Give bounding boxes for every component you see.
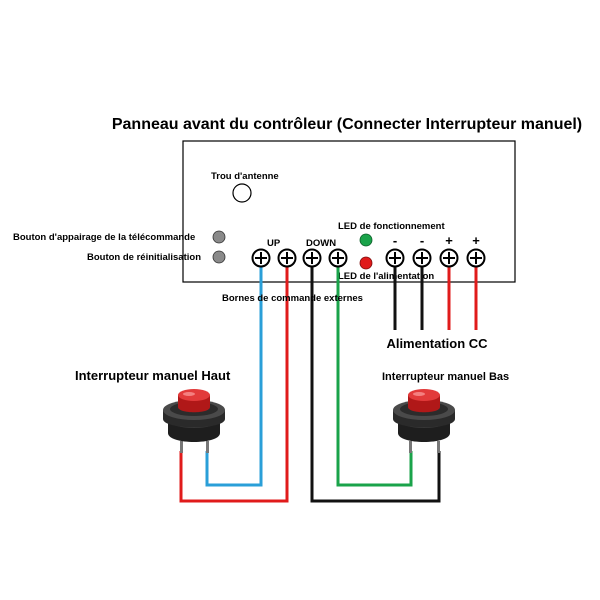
terminal-power-positive-2 [466, 248, 486, 268]
down-label: DOWN [306, 238, 336, 249]
antenna-label: Trou d'antenne [211, 171, 279, 182]
down-wire-green [336, 258, 413, 487]
controller-panel [182, 140, 516, 283]
polarity-sign-4: + [472, 233, 480, 248]
up-label: UP [267, 238, 281, 249]
led-power [359, 256, 373, 270]
diagram-title: Panneau avant du contrôleur (Connecter I… [112, 116, 582, 133]
terminal-power-negative-2 [412, 248, 432, 268]
terminal-power-negative-1 [385, 248, 405, 268]
terminal-power-positive-1 [439, 248, 459, 268]
command-terminals-label: Bornes de commande externes [222, 293, 363, 304]
switch-up-label: Interrupteur manuel Haut [75, 368, 231, 383]
switch-down-pushbutton[interactable] [393, 389, 455, 453]
terminal-down-2 [328, 248, 348, 268]
terminal-up-1 [251, 248, 271, 268]
up-wire-blue [205, 258, 263, 487]
pairing-button-label: Bouton d'appairage de la télécommande [13, 232, 195, 243]
switch-down-label: Interrupteur manuel Bas [382, 371, 509, 383]
led-power-label: LED de l'alimentation [338, 271, 434, 282]
polarity-sign-2: - [420, 233, 424, 248]
power-supply-label: Alimentation CC [386, 336, 488, 351]
terminal-up-2 [277, 248, 297, 268]
led-running-label: LED de fonctionnement [338, 221, 445, 232]
reset-button-label: Bouton de réinitialisation [87, 252, 201, 263]
polarity-sign-3: + [445, 233, 453, 248]
reset-button[interactable] [212, 250, 226, 264]
antenna-hole [232, 183, 252, 203]
down-wire-black [310, 258, 441, 503]
up-wire-red [179, 258, 289, 503]
led-running [359, 233, 373, 247]
switch-up-pushbutton[interactable] [163, 389, 225, 453]
polarity-sign-1: - [393, 233, 397, 248]
terminal-down-1 [302, 248, 322, 268]
wires [179, 258, 478, 503]
command-terminals [251, 248, 348, 268]
power-terminals [385, 248, 486, 268]
pairing-button[interactable] [212, 230, 226, 244]
